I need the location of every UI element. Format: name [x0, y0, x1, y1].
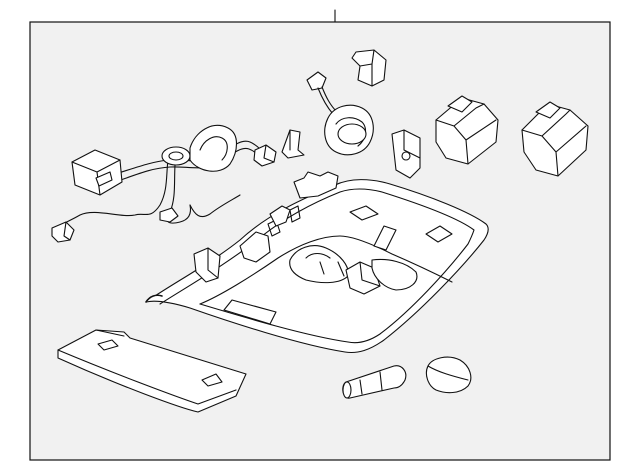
lamp-lens-opening: [349, 205, 379, 221]
bulb: [342, 365, 407, 399]
lamp-lens-opening: [373, 225, 397, 251]
switch-module: [435, 95, 499, 165]
bulb-socket: [306, 71, 374, 156]
housing-tab: [269, 205, 291, 227]
sunglass-holder-opening: [223, 299, 277, 325]
harness-loop-inner: [199, 136, 228, 161]
lens-cap: [425, 356, 472, 394]
cover-latch: [97, 339, 119, 351]
overhead-console-housing: [145, 171, 489, 354]
switch-module: [521, 101, 589, 177]
housing-cavity: [371, 258, 418, 291]
clip-bracket: [281, 129, 305, 159]
mounting-clip: [351, 49, 387, 87]
harness-wire-branch-2: [189, 194, 241, 218]
harness-connector: [51, 221, 75, 243]
harness-wire-lower: [54, 159, 169, 231]
harness-connector: [253, 144, 277, 167]
cable-clip: [159, 207, 179, 223]
housing-tab: [239, 231, 271, 263]
lamp-lens-opening: [425, 225, 453, 243]
harness-grommet: [161, 146, 191, 166]
sunglass-door-cover: [57, 329, 247, 413]
harness-connector: [71, 149, 123, 196]
sensor-bracket: [391, 129, 421, 179]
cover-latch: [201, 373, 223, 387]
harness-loop-clip: [189, 124, 238, 172]
harness-grommet-hole: [168, 151, 184, 161]
housing-tab: [293, 171, 339, 199]
